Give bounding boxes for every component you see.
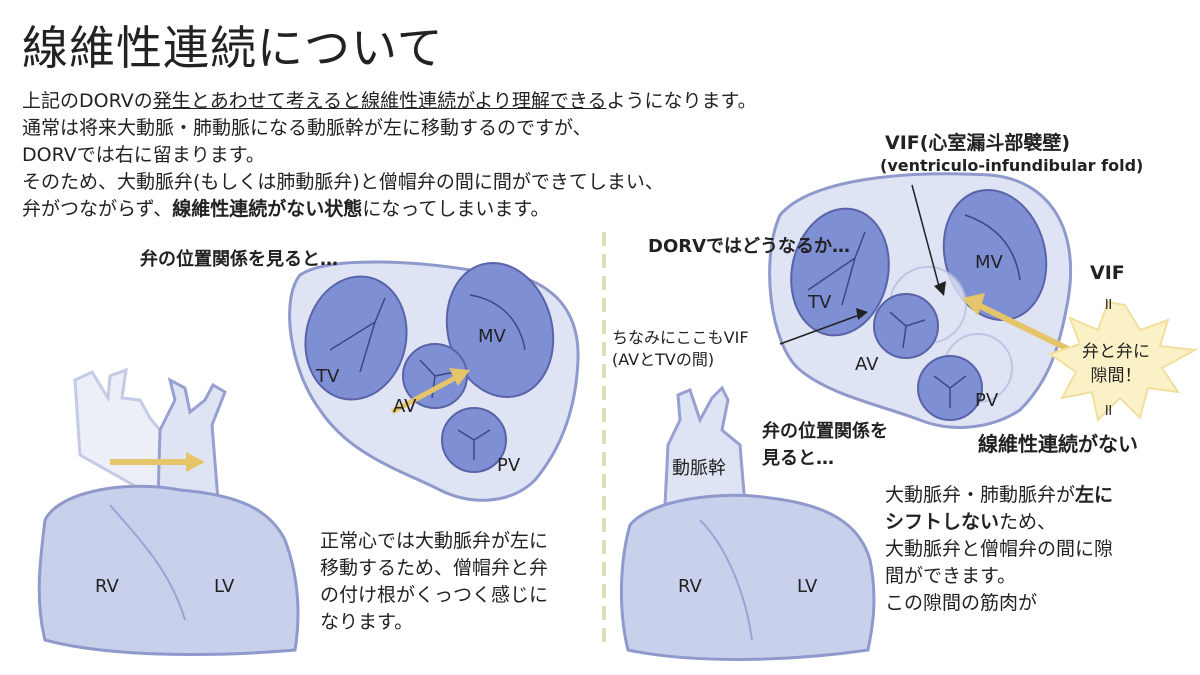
- left-note-line-1: 正常心では大動脈弁が左に: [320, 530, 549, 552]
- right-annulus-arrow-shaft: [976, 302, 1072, 353]
- vif-aside-pointer-head: [856, 308, 868, 320]
- right-trunk: [663, 385, 747, 507]
- right-note-line-1-a: 大動脈弁・肺動脈弁が: [885, 484, 1076, 506]
- vif-pointer-head: [934, 281, 946, 296]
- left-note-line-4: なります。: [320, 611, 414, 633]
- right-ventricles: [619, 493, 876, 661]
- right-pv-leaflets: [933, 375, 967, 408]
- right-note-line-1-bold: 左に: [1075, 484, 1114, 506]
- left-note-line-2: 移動するため、僧帽弁と弁: [320, 557, 549, 579]
- eq-symbol-top: ॥: [1103, 294, 1113, 313]
- starburst-text: 弁と弁に 隙間！: [1082, 340, 1150, 388]
- left-mv-leaflet: [469, 294, 526, 351]
- right-heading: DORVではどうなるか…: [648, 236, 851, 257]
- left-av-label: AV: [393, 396, 417, 417]
- left-tv-leaflets: [329, 297, 386, 373]
- right-note-line-1: 大動脈弁・肺動脈弁が左に: [885, 482, 1113, 509]
- intro-line-3: DORVでは右に留まります。: [22, 144, 265, 166]
- no-continuity-label: 線維性連続がない: [978, 432, 1138, 456]
- intro-line-5-c: になってしまいます。: [362, 198, 550, 220]
- left-lv-label: LV: [214, 576, 235, 597]
- right-heading-2-line-2: 見ると…: [762, 448, 834, 469]
- vif-aside-line-1: ちなみにここもVIF: [612, 328, 749, 347]
- intro-text: 上記のDORVの発生とあわせて考えると線維性連続がより理解できるようになります。…: [22, 88, 757, 223]
- left-ventricles: [37, 484, 300, 656]
- right-mv-leaflet: [964, 214, 1021, 281]
- left-trunk: [156, 377, 227, 502]
- vif-pointer-line: [911, 184, 941, 291]
- left-heart-arrow-head: [186, 452, 205, 472]
- right-av-label: AV: [855, 354, 879, 375]
- right-pv-label: PV: [975, 390, 999, 411]
- gap-starburst: [1047, 300, 1199, 423]
- intro-line-5: 弁がつながらず、線維性連続がない状態になってしまいます。: [22, 196, 757, 223]
- left-tv-label: TV: [316, 366, 340, 387]
- right-rv-label: RV: [678, 576, 702, 597]
- left-mv-label: MV: [478, 326, 506, 347]
- right-note-line-4: 間ができます。: [885, 565, 1017, 587]
- vif-aside: ちなみにここもVIF (AVとTVの間): [612, 327, 749, 371]
- left-note: 正常心では大動脈弁が左に 移動するため、僧帽弁と弁 の付け根がくっつく感じに な…: [320, 528, 548, 636]
- left-pv-leaflets: [457, 429, 491, 460]
- right-heart: [619, 385, 876, 661]
- intro-line-5-a: 弁がつながらず、: [22, 198, 173, 220]
- intro-line-1-a: 上記のDORVの: [22, 90, 153, 112]
- left-annulus: [288, 260, 580, 502]
- right-mv-label: MV: [975, 252, 1003, 273]
- intro-line-4: そのため、大動脈弁(もしくは肺動脈弁)と僧帽弁の間に間ができてしまい、: [22, 171, 664, 193]
- eq-vif-label: VIF: [1090, 262, 1125, 284]
- right-note-line-2: シフトしないため、: [885, 509, 1113, 536]
- vif-aside-line-2: (AVとTVの間): [612, 350, 715, 369]
- intro-line-1-underlined: 発生とあわせて考えると線維性連続がより理解できる: [152, 90, 607, 112]
- vif-aside-pointer-line: [779, 313, 863, 345]
- right-note: 大動脈弁・肺動脈弁が左に シフトしないため、 大動脈弁と僧帽弁の間に隙 間ができ…: [885, 482, 1113, 617]
- right-tv-valve: [790, 207, 890, 337]
- left-rv-label: RV: [95, 576, 119, 597]
- right-note-line-5: この隙間の筋肉が: [885, 592, 1038, 614]
- right-note-line-3: 大動脈弁と僧帽弁の間に隙: [885, 538, 1114, 560]
- starburst-line-1: 弁と弁に: [1082, 342, 1150, 362]
- right-tv-label: TV: [808, 292, 832, 313]
- left-heart: [37, 367, 300, 656]
- right-septum: [699, 519, 753, 641]
- vif-title: VIF(心室漏斗部襞壁): [885, 132, 1071, 154]
- intro-line-2: 通常は将来大動脈・肺動脈になる動脈幹が左に移動するのですが、: [22, 117, 592, 139]
- right-note-line-2-b: ため、: [999, 511, 1057, 533]
- vif-subtitle: (ventriculo-infundibular fold): [880, 156, 1144, 175]
- intro-line-1: 上記のDORVの発生とあわせて考えると線維性連続がより理解できるようになります。: [22, 88, 757, 115]
- intro-line-1-b: ようになります。: [606, 90, 757, 112]
- right-annulus: [768, 172, 1073, 429]
- trunk-label: 動脈幹: [672, 458, 726, 479]
- intro-line-5-bold: 線維性連続がない状態: [172, 198, 363, 220]
- left-note-line-3: の付け根がくっつく感じに: [320, 584, 549, 606]
- right-heading-2: 弁の位置関係を 見ると…: [762, 418, 888, 472]
- right-av-leaflets: [889, 311, 926, 349]
- starburst-line-2: 隙間！: [1090, 366, 1142, 386]
- page-title: 線維性連続について: [22, 21, 444, 75]
- right-tv-leaflets: [807, 231, 866, 306]
- right-annulus-arrow-head: [962, 293, 985, 316]
- left-annulus-arrow-shaft: [390, 375, 457, 415]
- left-mv-valve: [445, 261, 555, 399]
- left-heading: 弁の位置関係を見ると…: [140, 249, 338, 270]
- left-pv-label: PV: [497, 455, 521, 476]
- left-annulus-arrow-head: [449, 368, 470, 386]
- right-note-line-2-bold: シフトしない: [885, 511, 1000, 533]
- left-septum: [109, 504, 186, 621]
- eq-symbol-bottom: ॥: [1103, 400, 1113, 419]
- right-heading-2-line-1: 弁の位置関係を: [762, 421, 888, 442]
- right-lv-label: LV: [797, 576, 818, 597]
- left-trunk-ghost: [73, 367, 162, 503]
